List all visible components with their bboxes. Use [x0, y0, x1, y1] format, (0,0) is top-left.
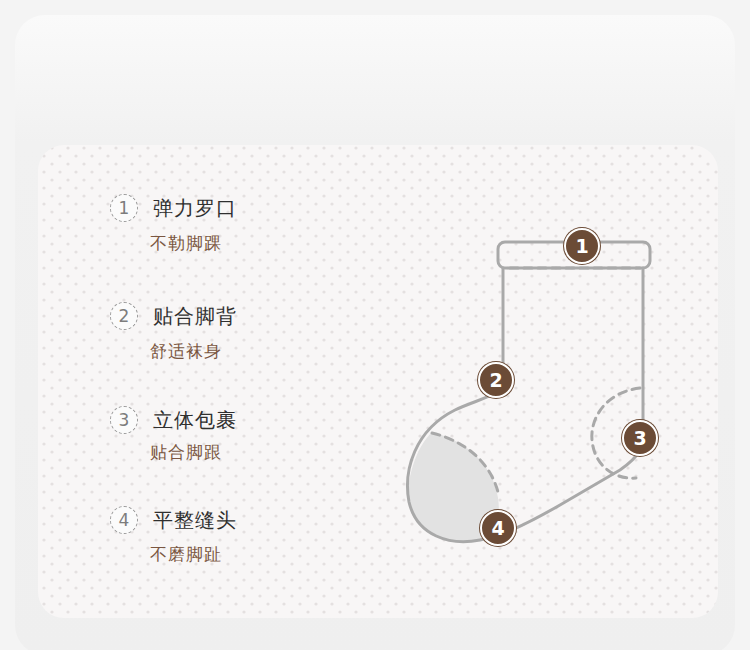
callout-number-text: 1	[575, 237, 588, 256]
callout-badge: 2	[478, 362, 514, 398]
feature-note: 舒适袜身	[150, 340, 222, 363]
feature-title: 弹力罗口	[153, 195, 237, 222]
feature-title: 贴合脚背	[153, 303, 237, 330]
callout-number-text: 4	[119, 512, 130, 529]
feature-note: 贴合脚跟	[150, 441, 222, 464]
callout-number: 1	[110, 194, 138, 222]
callout-badge: 4	[480, 510, 516, 546]
callout-number: 3	[110, 406, 138, 434]
callout-number-text: 1	[119, 200, 130, 217]
toe-seam	[432, 433, 498, 492]
sock-outline	[408, 268, 644, 542]
feature-note: 不磨脚趾	[150, 543, 222, 566]
callout-number-text: 3	[633, 429, 646, 448]
callout-number-text: 2	[489, 371, 502, 390]
card-panel	[15, 15, 735, 650]
feature-title: 立体包裹	[153, 407, 237, 434]
callout-number-text: 3	[119, 412, 130, 429]
dot-texture	[38, 145, 718, 618]
callout-number-text: 2	[119, 308, 130, 325]
callout-number: 4	[110, 506, 138, 534]
cuff-seam	[510, 267, 640, 270]
callout-badge: 3	[622, 420, 658, 456]
callout-badge: 1	[564, 228, 600, 264]
feature-title: 平整缝头	[153, 507, 237, 534]
feature-note: 不勒脚踝	[150, 232, 222, 255]
callout-number-text: 4	[491, 519, 504, 538]
dotted-panel	[38, 145, 718, 618]
callout-number: 2	[110, 302, 138, 330]
